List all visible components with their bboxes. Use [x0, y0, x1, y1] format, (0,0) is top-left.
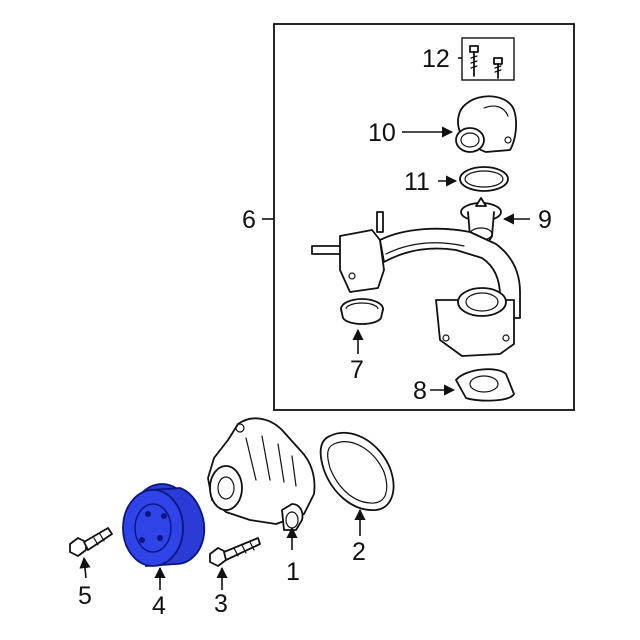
gasket-part-8: [455, 368, 515, 402]
callout-3: 3: [214, 590, 228, 618]
callout-7: 7: [350, 356, 364, 384]
callout-9: 9: [538, 206, 552, 234]
seal-part-11: [459, 166, 509, 192]
callout-1: 1: [286, 558, 300, 586]
callout-2: 2: [352, 538, 366, 566]
callout-10: 10: [368, 119, 396, 147]
callout-11: 11: [404, 168, 430, 196]
water-pump-part-1: [207, 417, 316, 531]
pump-gasket-part-2: [319, 431, 395, 511]
assembly-group-box: [273, 23, 575, 411]
callout-12: 12: [422, 45, 450, 73]
outlet-housing-part-10: [455, 95, 517, 153]
callout-4: 4: [152, 592, 166, 620]
seal-part-7: [340, 298, 384, 325]
water-outlet-assembly-part-6: [311, 211, 521, 357]
bolt-part-5: [69, 527, 113, 557]
callout-6: 6: [242, 206, 256, 234]
callout-5-leader: [79, 556, 91, 579]
pulley-part-4: [122, 483, 206, 567]
callout-5: 5: [78, 582, 92, 610]
callout-8: 8: [413, 377, 427, 405]
bolts-part-12: [458, 37, 515, 81]
pulley-front-face: [122, 489, 184, 567]
bolt-part-3: [209, 537, 261, 567]
